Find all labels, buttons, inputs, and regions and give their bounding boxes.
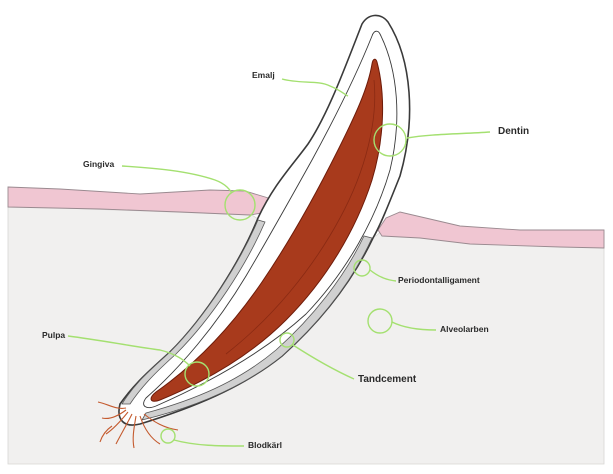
leader-dentin (407, 132, 490, 138)
label-emalj: Emalj (252, 71, 275, 80)
label-alveolarben: Alveolarben (440, 325, 489, 334)
label-tandcement: Tandcement (358, 375, 416, 385)
label-periodontalligament: Periodontalligament (398, 276, 480, 285)
label-pulpa: Pulpa (42, 331, 65, 340)
label-blodkarl: Blodkärl (248, 441, 282, 450)
label-gingiva: Gingiva (83, 160, 114, 169)
leader-gingiva (122, 166, 232, 193)
label-dentin: Dentin (498, 127, 529, 137)
